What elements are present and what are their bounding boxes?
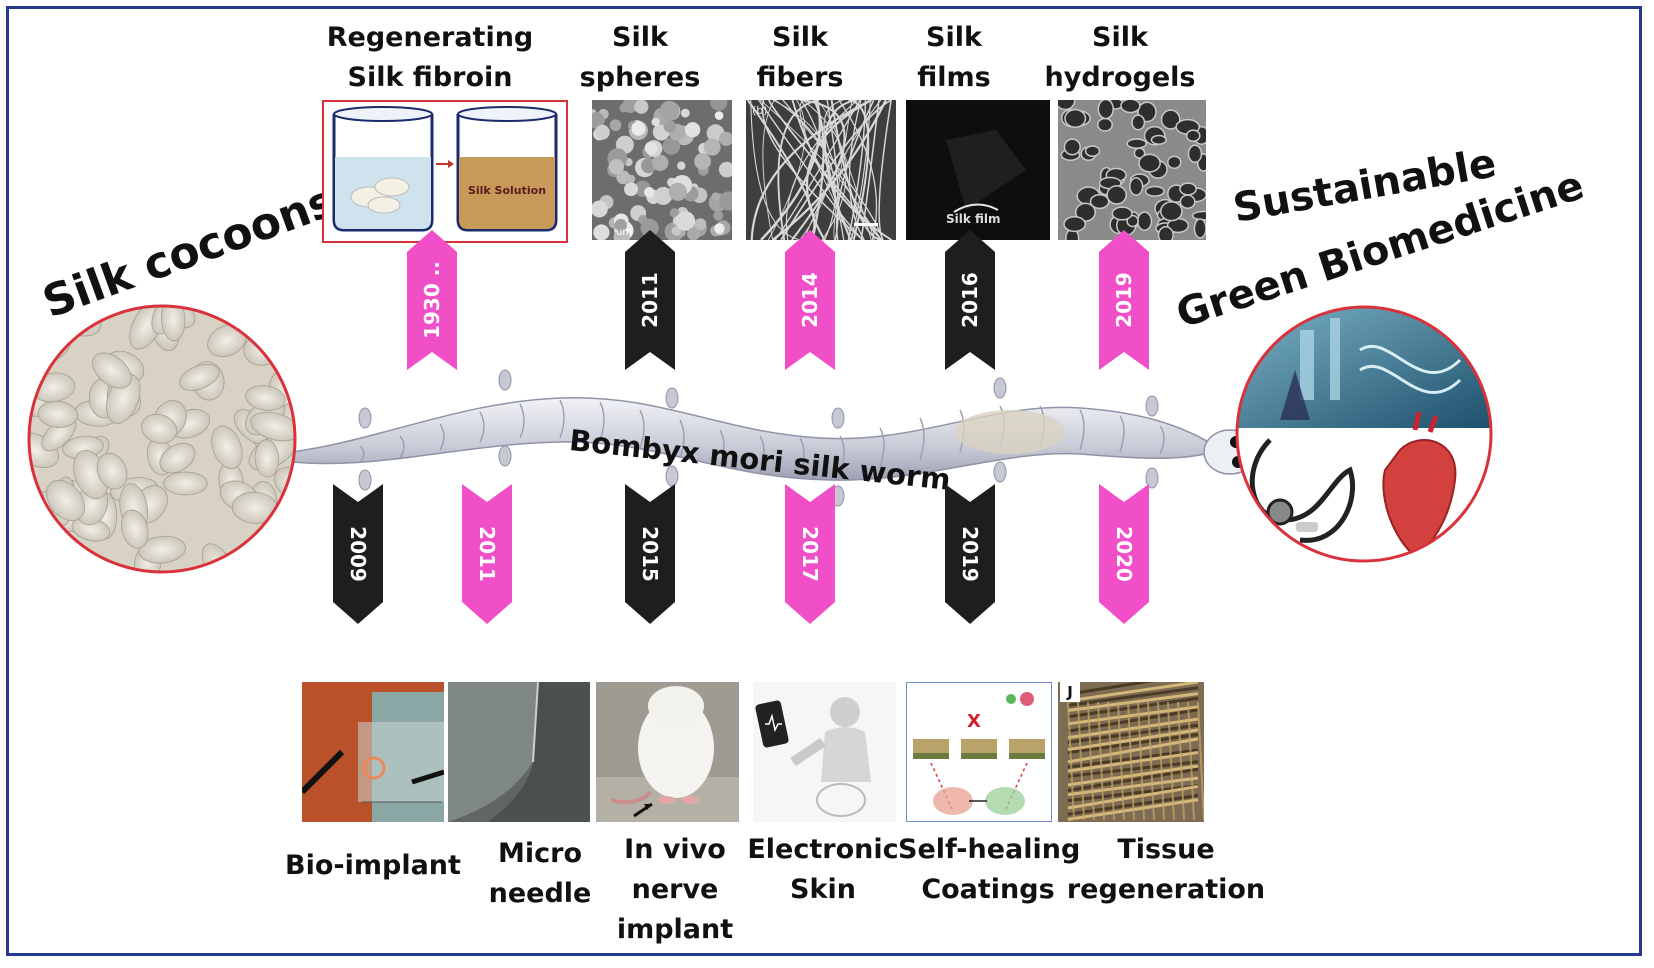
silk-solution-text: Silk Solution — [467, 184, 547, 197]
bottom-year-ribbon-2019: 2019 — [945, 484, 995, 624]
svg-text:X: X — [967, 711, 981, 732]
year-label: 2015 — [638, 526, 663, 582]
year-label: 2020 — [1112, 526, 1137, 582]
top-year-ribbon-1930: 1930 .. — [407, 230, 457, 370]
bottom-year-ribbon-2011: 2011 — [462, 484, 512, 624]
silk-fibers-sem-image: (b) — [746, 100, 896, 240]
year-label: 2014 — [798, 272, 823, 328]
bio-implant-photo — [302, 682, 444, 822]
top-year-ribbon-2014: 2014 — [785, 230, 835, 370]
biomedicine-photo — [1235, 305, 1493, 563]
year-label: 2019 — [1112, 272, 1137, 328]
year-label: 2011 — [638, 272, 663, 328]
year-label: 2019 — [958, 526, 983, 582]
top-year-ribbon-2019: 2019 — [1099, 230, 1149, 370]
silk-hydrogel-sem-image — [1058, 100, 1206, 240]
silk-spheres-sem-image: um — [592, 100, 732, 240]
silk-solution-illustration: Silk Solution — [322, 100, 568, 243]
top-year-ribbon-2011: 2011 — [625, 230, 675, 370]
electronic-skin-illustration — [753, 682, 896, 822]
year-label: 2016 — [958, 272, 983, 328]
bottom-year-ribbon-2020: 2020 — [1099, 484, 1149, 624]
top-year-ribbon-2016: 2016 — [945, 230, 995, 370]
year-label: 2009 — [346, 526, 371, 582]
silk-film-image: Silk film — [906, 100, 1050, 240]
year-label: 2017 — [798, 526, 823, 582]
bottom-year-ribbon-2009: 2009 — [333, 484, 383, 624]
year-label: 1930 .. — [420, 261, 445, 339]
year-label: 2011 — [475, 526, 500, 582]
tissue-regeneration-scaffold-image: J — [1058, 682, 1204, 822]
bottom-year-ribbon-2015: 2015 — [625, 484, 675, 624]
label-bio-implant: Bio-implant — [285, 850, 461, 881]
nerve-implant-rat-photo — [596, 682, 739, 822]
self-healing-coatings-illustration: X — [906, 682, 1052, 822]
left-title: Silk cocoons — [36, 175, 342, 328]
cocoons-photo — [27, 304, 297, 574]
microneedle-sem-image — [448, 682, 590, 822]
bottom-year-ribbon-2017: 2017 — [785, 484, 835, 624]
